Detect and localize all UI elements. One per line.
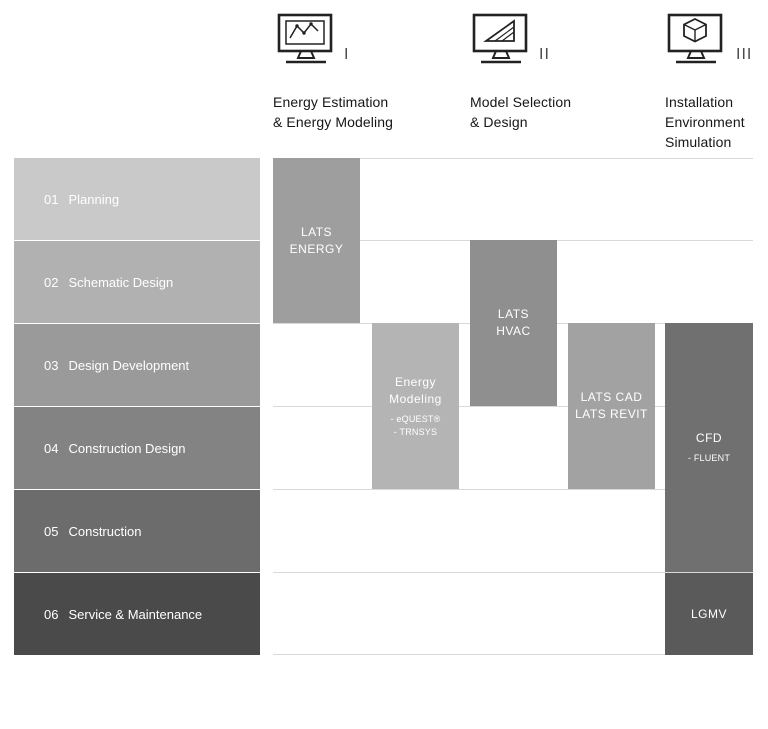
- bar-energy-modeling: Energy Modeling - eQUEST® - TRNSYS: [372, 323, 459, 489]
- phase-row-schematic-design: 02 Schematic Design: [14, 241, 260, 323]
- phase-label: Planning: [68, 191, 120, 207]
- bar-lats-cad-revit: LATS CAD LATS REVIT: [568, 323, 655, 489]
- bar-cfd: CFD - FLUENT: [665, 323, 753, 572]
- monitor-set-square-icon: [468, 12, 534, 72]
- column-header-installation-simulation: Installation Environment Simulation: [665, 94, 745, 150]
- bar-label: LGMV: [690, 606, 727, 621]
- column-numeral-1: I: [344, 46, 350, 63]
- bar-lgmv: LGMV: [665, 573, 753, 655]
- phase-label: Service & Maintenance: [68, 606, 203, 622]
- gridline: [273, 489, 753, 490]
- gridline: [273, 158, 753, 159]
- column-numeral-3: III: [736, 46, 753, 63]
- phase-number: 02: [44, 274, 59, 290]
- column-numeral-2: II: [539, 46, 550, 63]
- monitor-cube-icon: [663, 12, 729, 72]
- monitor-line-chart-icon: [273, 12, 339, 72]
- phase-label: Schematic Design: [68, 274, 174, 290]
- phase-label: Construction: [68, 523, 142, 539]
- phase-row-design-development: 03 Design Development: [14, 324, 260, 406]
- bar-label: LATS ENERGY: [289, 224, 344, 256]
- phase-row-construction: 05 Construction: [14, 490, 260, 572]
- column-header-energy-estimation: Energy Estimation & Energy Modeling: [273, 94, 393, 130]
- bar-label: Energy Modeling: [389, 374, 442, 406]
- phase-row-service-maintenance: 06 Service & Maintenance: [14, 573, 260, 655]
- gridline: [273, 572, 753, 573]
- gridline: [273, 654, 753, 655]
- phase-label: Design Development: [68, 357, 190, 373]
- bar-label: CFD: [695, 431, 723, 445]
- phase-number: 03: [44, 357, 59, 373]
- phase-number: 04: [44, 440, 59, 456]
- bar-sublabel: - FLUENT: [687, 453, 731, 463]
- column-header-model-selection: Model Selection & Design: [470, 94, 572, 130]
- bar-lats-energy: LATS ENERGY: [273, 158, 360, 323]
- phase-label: Construction Design: [68, 440, 186, 456]
- bar-label: LATS HVAC: [496, 307, 531, 338]
- phase-number: 05: [44, 523, 59, 539]
- bar-lats-hvac: LATS HVAC: [470, 240, 557, 406]
- gridline: [273, 406, 753, 407]
- phase-number: 01: [44, 191, 59, 207]
- phase-number: 06: [44, 606, 59, 622]
- phase-row-construction-design: 04 Construction Design: [14, 407, 260, 489]
- bar-label: LATS CAD LATS REVIT: [575, 390, 648, 421]
- phase-row-planning: 01 Planning: [14, 158, 260, 240]
- bar-sublabel: - eQUEST® - TRNSYS: [390, 413, 441, 437]
